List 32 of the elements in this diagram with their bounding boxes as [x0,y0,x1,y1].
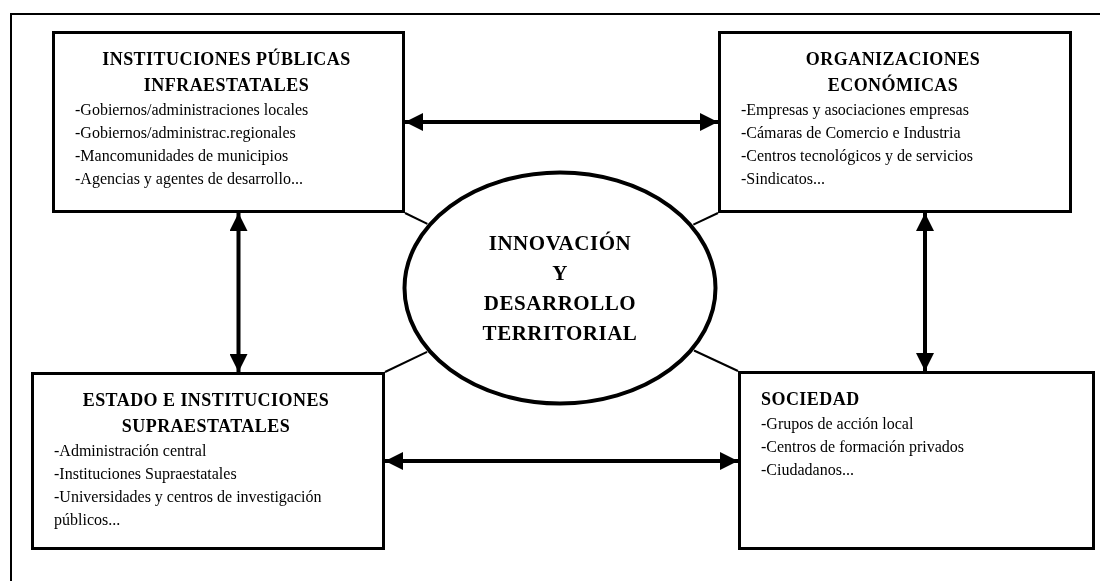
list-item: -Sindicatos... [741,169,826,189]
list-item: -Universidades y centros de investigación públicos... [54,487,323,531]
double-arrow [229,213,248,372]
ellipse-title: INNOVACIÓN Y DESARROLLO TERRITORIAL [482,230,638,347]
category-heading: ESTADO E INSTITUCIONES SUPRAESTATALES [81,389,331,438]
category-box [52,31,405,213]
central-ellipse [402,170,718,406]
connector-line [693,349,739,372]
list-item: -Centros tecnológicos y de servicios [741,146,974,167]
list-item: -Empresas y asociaciones empresas [741,100,970,121]
list-item: -Cámaras de Comercio e Industria [741,123,962,143]
category-box [31,372,385,550]
list-item: -Centros de formación privados [761,437,966,458]
connector-line [404,212,429,225]
list-item: -Agencias y agentes de desarrollo... [75,169,304,190]
connector-line [384,350,429,373]
double-arrow [405,113,718,131]
category-box [718,31,1072,213]
list-item: -Mancomunidades de municipios [75,146,290,167]
category-box [738,371,1095,550]
category-heading: INSTITUCIONES PÚBLICAS INFRAESTATALES [101,47,352,97]
category-heading: SOCIEDAD [761,388,861,411]
list-item: -Ciudadanos... [761,460,855,480]
connector-line [692,212,719,226]
double-arrow [385,452,738,470]
category-heading: ORGANIZACIONES ECONÓMICAS [804,48,982,97]
list-item: -Administración central [54,441,208,461]
double-arrow [916,213,934,371]
list-item: -Gobiernos/administraciones locales [75,100,310,120]
list-item: -Grupos de acción local [761,414,915,435]
list-item: -Instituciones Supraestatales [54,464,238,485]
list-item: -Gobiernos/administrac.regionales [75,123,297,144]
